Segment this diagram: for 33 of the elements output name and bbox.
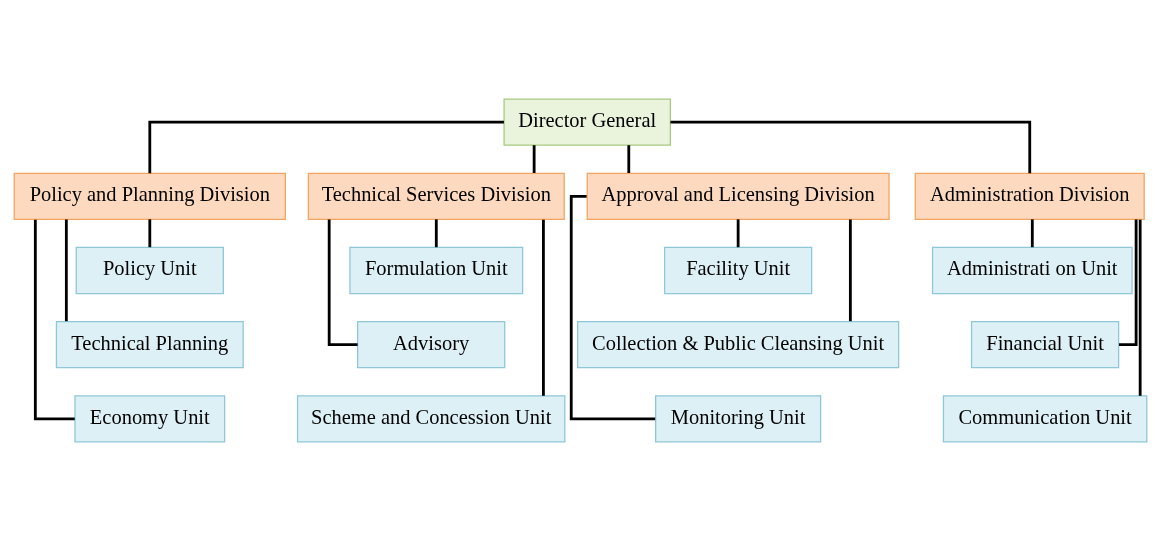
connector <box>532 145 536 173</box>
connector <box>736 219 740 248</box>
node-box: Policy and Planning Division <box>13 172 286 220</box>
node-box: Director General <box>503 98 671 146</box>
connector <box>569 194 656 421</box>
node-box: Communication Unit <box>942 395 1148 443</box>
connector <box>148 120 504 174</box>
connector <box>848 219 852 322</box>
node-box: Approval and Licensing Division <box>586 172 890 220</box>
node-box: Scheme and Concession Unit <box>296 395 566 443</box>
connector <box>542 219 545 396</box>
node-box: Administrati on Unit <box>931 246 1133 295</box>
node-box: Advisory <box>357 321 506 369</box>
connector <box>1030 219 1034 248</box>
connector <box>64 219 68 322</box>
connector <box>627 145 631 173</box>
node-box: Administration Division <box>914 172 1145 220</box>
node-box: Economy Unit <box>74 395 226 443</box>
connector <box>434 219 438 248</box>
node-box: Facility Unit <box>663 246 813 295</box>
connector <box>33 219 75 421</box>
node-box: Policy Unit <box>75 246 224 295</box>
node-box: Technical Services Division <box>307 172 565 220</box>
connector <box>670 120 1032 174</box>
connector <box>327 219 358 347</box>
connector <box>1138 219 1142 396</box>
node-box: Formulation Unit <box>349 246 524 295</box>
node-box: Monitoring Unit <box>655 395 822 443</box>
node-box: Technical Planning <box>55 321 244 369</box>
connector <box>148 219 152 248</box>
connector <box>1119 219 1138 347</box>
node-box: Financial Unit <box>970 321 1120 369</box>
node-box: Collection & Public Cleansing Unit <box>577 321 900 369</box>
